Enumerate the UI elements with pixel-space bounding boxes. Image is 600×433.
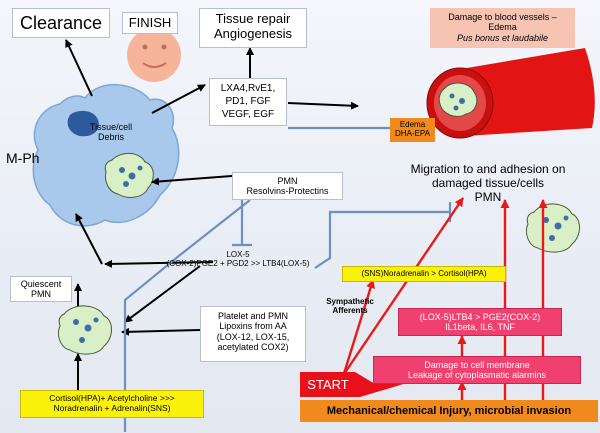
lox5-ltb4-box: (LOX-5)LTB4 > PGE2(COX-2) IL1beta, IL6, … [398,308,562,336]
platelet-lipoxins-box: Platelet and PMN Lipoxins from AA (LOX-1… [200,306,306,362]
lox5-ltb4-line-2: IL1beta, IL6, TNF [445,322,515,333]
tissue-repair-line-1: Tissue repair [215,11,291,26]
damage-vessels-line-3: Pus bonus et laudabile [456,32,549,43]
clearance-box: Clearance [12,8,110,38]
damage-vessels-line-2: Edema [488,22,517,33]
mediators-line-1: LXA4,RvE1, [220,83,276,94]
edema-line-1: Edema [399,120,426,129]
injury-box: Mechanical/chemical Injury, microbial in… [300,400,598,422]
migration-line-3: PMN [474,189,502,204]
inhibition-lines [123,126,452,432]
damage-membrane-box: Damage to cell membrane Leakage of cytop… [373,356,581,384]
lox5-line-1: LOX-5 [226,250,250,259]
mediators-line-2: PD1, FGF [225,96,271,107]
pmn-resolvins-line-1: PMN [277,176,298,186]
tissue-debris-line-2: Debris [97,132,124,143]
quiescent-pmn-box: Quiescent PMN [10,276,72,302]
edema-dha-box: Edema DHA-EPA [390,118,435,142]
start-label: START [307,377,349,392]
tissue-debris-label: Tissue/cell Debris [83,122,139,143]
damage-membrane-line-2: Leakage of cytoplasmatic alarmins [407,370,547,381]
pmn-resolvins-box: PMN Resolvins-Protectins [232,172,343,200]
arrows-black [65,39,359,390]
tissue-repair-line-2: Angiogenesis [213,25,293,41]
sympathetic-afferents-label: Sympathetic Afferents [322,297,378,315]
platelet-line-4: acetylated COX2) [217,342,289,353]
damage-vessels-box: Damage to blood vessels – Edema Pus bonu… [430,8,575,48]
finish-box: FINISH [122,12,178,34]
pmn-cell-icon [525,203,580,253]
cortisol-line-1: Cortisol(HPA)+ Acetylcholine >>> [49,393,175,403]
migration-line-2: damaged tissue/cells [431,175,545,190]
platelet-line-1: Platelet and PMN [217,311,289,321]
mediators-box: LXA4,RvE1, PD1, FGF VEGF, EGF [209,78,287,126]
pmn-cell-icon [57,305,112,355]
lox5-ltb4-line-1: (LOX-5)LTB4 > PGE2(COX-2) [419,312,541,322]
macrophage-nucleus-icon [67,110,99,137]
sympathetic-line-2: Afferents [332,306,368,316]
cortisol-box: Cortisol(HPA)+ Acetylcholine >>> Noradre… [20,390,204,418]
sympathetic-line-1: Sympathetic [326,297,374,306]
migration-label: Migration to and adhesion on damaged tis… [378,162,598,204]
tissue-debris-line-1: Tissue/cell [89,122,133,132]
lox5-line-2: (COX-2)PGE2 + PGD2 >> LTB4(LOX-5) [166,259,310,269]
blood-vessel-icon [426,48,595,139]
tissue-repair-box: Tissue repair Angiogenesis [199,8,307,48]
damage-membrane-line-1: Damage to cell membrane [424,360,530,370]
start-flash-icon [300,372,410,397]
platelet-line-3: (LOX-12, LOX-15, [216,331,290,342]
lox5-label: LOX-5 (COX-2)PGE2 + PGD2 >> LTB4(LOX-5) [146,250,330,274]
quiescent-line-1: Quiescent [20,279,62,289]
pmn-cell-icon [104,153,154,198]
quiescent-line-2: PMN [31,289,51,300]
mediators-line-3: VEGF, EGF [221,109,275,120]
migration-line-1: Migration to and adhesion on [410,162,566,176]
damage-vessels-line-1: Damage to blood vessels – [448,12,557,22]
pmn-resolvins-line-2: Resolvins-Protectins [246,186,329,197]
smiley-face-icon [127,28,181,82]
platelet-line-2: Lipoxins from AA [219,321,287,332]
sns-box: (SNS)Noradrenalin > Cortisol(HPA) [342,266,506,282]
cortisol-line-2: Noradrenalin + Adrenalin(SNS) [53,402,171,413]
macrophage-label: M-Ph [6,150,40,166]
macrophage-icon [32,84,180,227]
edema-line-2: DHA-EPA [395,129,430,139]
